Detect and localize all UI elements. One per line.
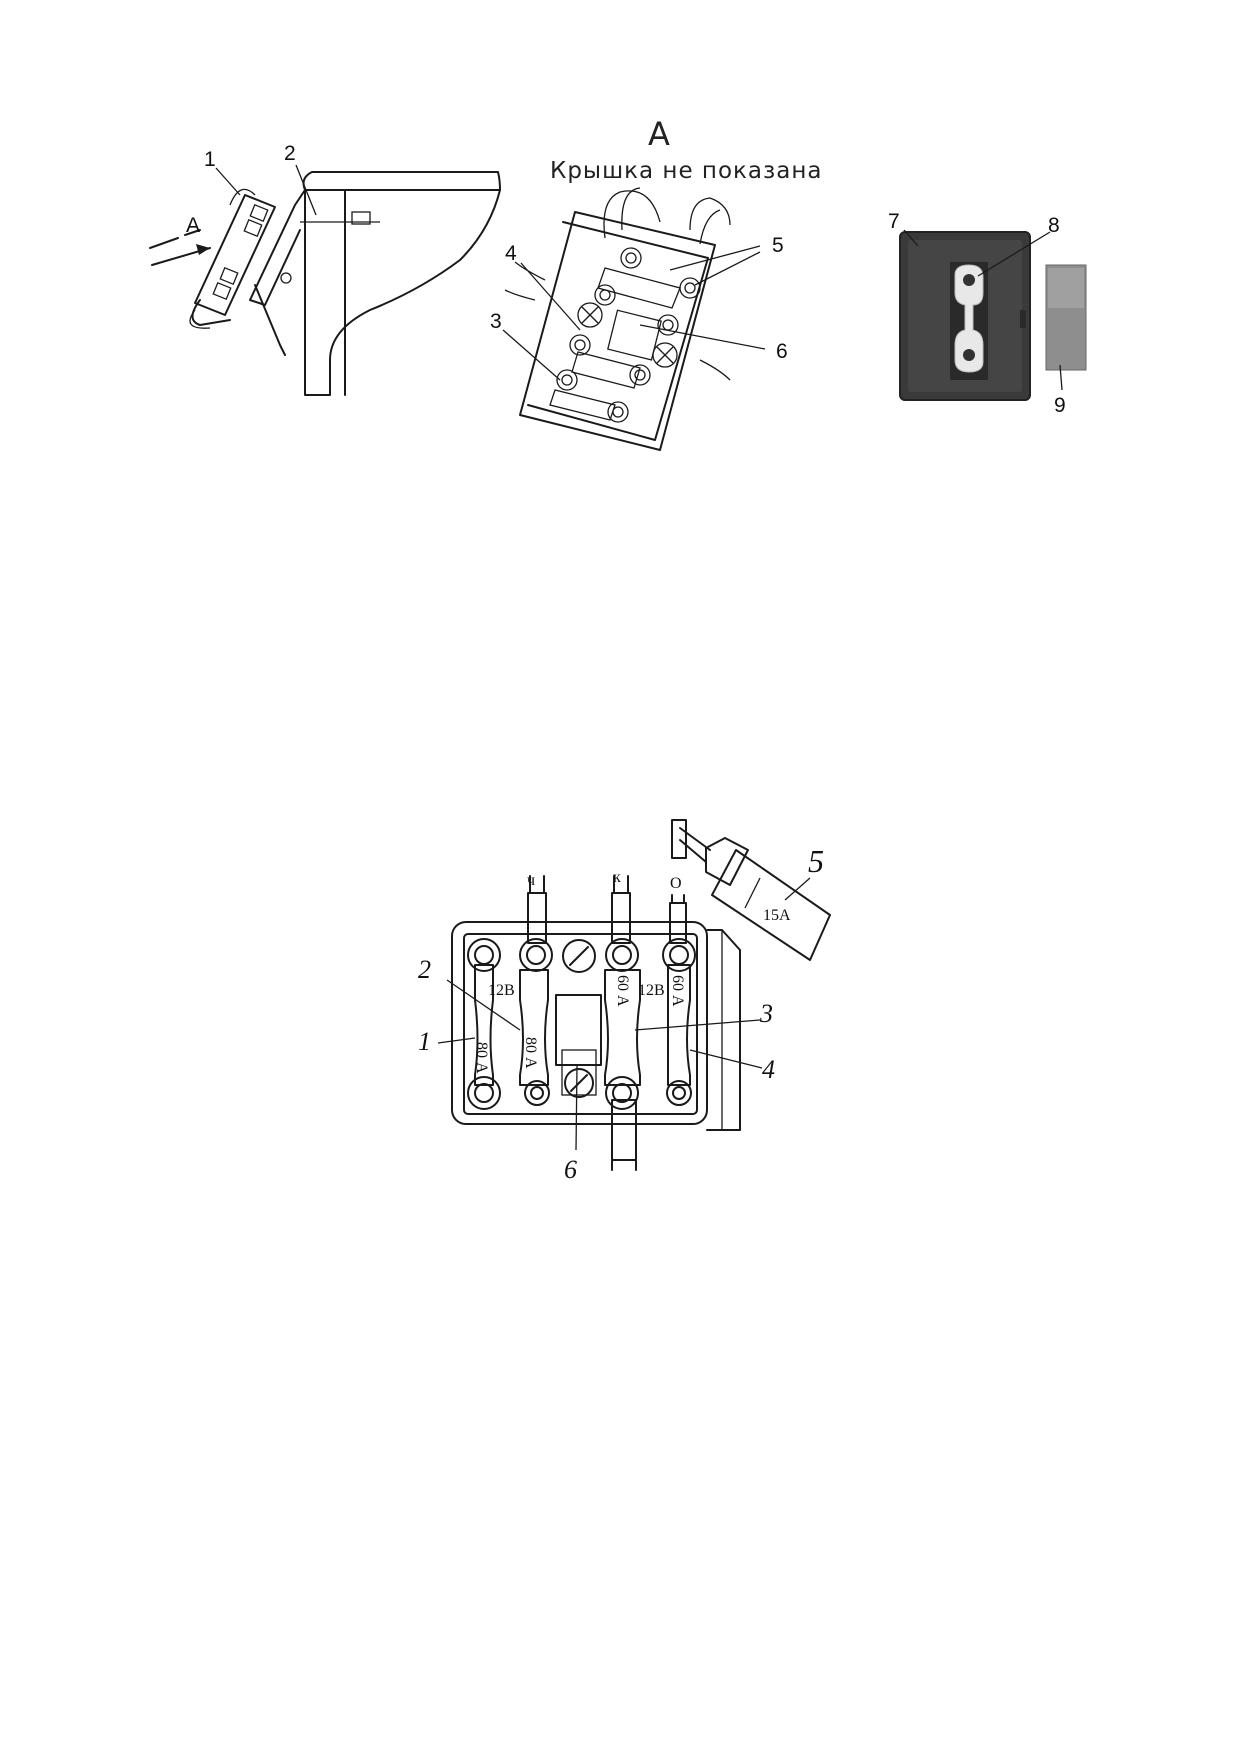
view-a-caption: Крышка не показана <box>550 158 822 184</box>
label-3: 3 <box>490 310 502 333</box>
plug-fuse: 15А <box>671 819 831 961</box>
label-b-6: 6 <box>564 1155 577 1184</box>
wire-label-ch: ч <box>527 872 535 889</box>
mounting-view: А 1 2 <box>149 142 501 396</box>
bolts <box>467 938 696 1110</box>
label-8: 8 <box>1048 214 1060 237</box>
label-1: 1 <box>204 148 216 171</box>
rating-fuse-2: 80 А <box>522 1037 539 1069</box>
cover-photo: 7 8 9 <box>888 210 1087 417</box>
label-b-4: 4 <box>762 1055 775 1084</box>
rating-fuse-1: 80 А <box>473 1042 490 1074</box>
rating-fuse-4: 60 А <box>669 975 686 1007</box>
fuse-links <box>474 964 691 1096</box>
label-b-5: 5 <box>808 843 824 879</box>
view-a-letter: А <box>648 115 670 153</box>
plug-fuse-rating: 15А <box>763 907 791 924</box>
label-5: 5 <box>772 234 784 257</box>
label-b-2: 2 <box>418 955 431 984</box>
label-7: 7 <box>888 210 900 233</box>
label-b-1: 1 <box>418 1027 431 1056</box>
label-4: 4 <box>505 242 517 265</box>
voltage-left: 12В <box>488 982 515 999</box>
view-arrow-label: А <box>186 214 200 237</box>
fuse-block: ч к О 80 А 80 А 12В <box>418 819 831 1184</box>
label-b-3: 3 <box>759 999 773 1028</box>
view-a: А Крышка не показана <box>490 115 822 451</box>
label-6: 6 <box>776 340 788 363</box>
voltage-right: 12В <box>638 982 665 999</box>
rating-fuse-3: 60 А <box>614 975 631 1007</box>
wire-label-k: к <box>613 869 621 886</box>
label-9: 9 <box>1054 394 1066 417</box>
label-2: 2 <box>284 142 296 165</box>
wire-terminals <box>527 875 687 1171</box>
wire-label-o: О <box>670 875 682 892</box>
